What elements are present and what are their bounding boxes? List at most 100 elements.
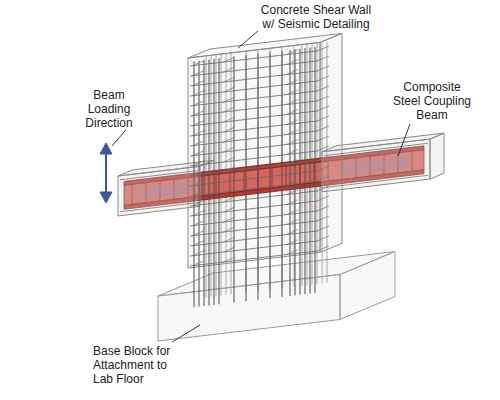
arrow-shaft — [105, 152, 107, 194]
rebar-tie — [317, 66, 329, 71]
rebar-tie — [223, 87, 235, 92]
beam-encasement — [118, 133, 444, 216]
leader-line — [238, 31, 258, 48]
rebar-tie — [192, 171, 204, 176]
rebar-tie — [223, 137, 235, 142]
rebar-bar — [305, 48, 306, 294]
rebar-tie — [223, 237, 235, 242]
leader-lines — [112, 31, 410, 342]
callout-label: Concrete Shear Wall w/ Seismic Detailing — [256, 3, 376, 31]
rebar-tie — [192, 141, 204, 146]
rebar-tie — [317, 56, 329, 61]
rebar-tie — [286, 100, 298, 105]
rebar-tie — [286, 200, 298, 205]
rebar-hoop — [190, 201, 318, 216]
rebar-tie — [317, 206, 329, 211]
rebar-tie — [192, 151, 204, 156]
rebar-hoop — [190, 181, 318, 196]
rebar-tie — [317, 176, 329, 181]
rebar-tie — [286, 140, 298, 145]
rebar-tie — [286, 210, 298, 215]
stiffener — [286, 166, 287, 186]
rebar-tie — [317, 146, 329, 151]
rebar-tie — [192, 181, 204, 186]
rebar-hoop — [190, 171, 318, 186]
rebar-hoop — [190, 81, 318, 96]
rebar-bar — [234, 57, 235, 303]
rebar-tie — [286, 230, 298, 235]
arrow-head — [100, 192, 112, 203]
rebar-hoop — [190, 121, 318, 136]
encasement-bar — [120, 171, 198, 180]
rebar-tie — [223, 187, 235, 192]
rebar-tie — [286, 220, 298, 225]
rebar-tie — [286, 170, 298, 175]
rebar-hoop — [190, 71, 318, 86]
rebar-tie — [317, 236, 329, 241]
rebar-tie — [286, 120, 298, 125]
rebar-hoop — [190, 161, 318, 176]
rebar-bar — [246, 55, 247, 301]
rebar-tie — [192, 61, 204, 66]
rebar-tie — [286, 110, 298, 115]
base-block-side — [340, 252, 395, 320]
arrow-head — [100, 143, 112, 154]
stiffener — [230, 173, 231, 193]
rebar-tie — [286, 130, 298, 135]
rebar-bar — [209, 60, 210, 306]
stiffener — [244, 171, 245, 191]
rebar-bar — [270, 52, 271, 298]
rebar-hoop — [190, 61, 318, 76]
rebar-bar — [219, 58, 220, 304]
rebar-tie — [192, 91, 204, 96]
rebar-hoop — [190, 91, 318, 106]
rebar-tie — [286, 60, 298, 65]
rebar-tie — [223, 117, 235, 122]
rebar-tie — [223, 207, 235, 212]
rebar-tie — [223, 67, 235, 72]
rebar-bar — [204, 60, 205, 306]
rebar-hoop — [190, 131, 318, 146]
rebar-tie — [223, 247, 235, 252]
callout-label: Base Block for Attachment to Lab Floor — [92, 344, 178, 386]
encasement-front — [322, 139, 430, 192]
rebar-hoop — [190, 221, 318, 236]
rebar-tie — [286, 150, 298, 155]
rebar-tie — [317, 106, 329, 111]
rebar-tie — [192, 71, 204, 76]
rebar-bar — [295, 49, 296, 295]
rebar-tie — [223, 217, 235, 222]
rebar-hoop — [190, 141, 318, 156]
rebar-tie — [192, 221, 204, 226]
rebar-bar — [199, 61, 200, 307]
rebar-tie — [192, 161, 204, 166]
rebar-hoop — [190, 101, 318, 116]
rebar-tie — [192, 111, 204, 116]
rebar-tie — [192, 261, 204, 266]
rebar-tie — [317, 86, 329, 91]
rebar-tie — [223, 57, 235, 62]
rebar-hoop — [190, 151, 318, 166]
rebar-tie — [317, 246, 329, 251]
rebar-tie — [192, 211, 204, 216]
encasement-bar — [324, 143, 428, 155]
rebar-hoop — [190, 231, 318, 246]
rebar-tie — [317, 96, 329, 101]
stiffener — [314, 163, 315, 183]
rebar-tie — [192, 81, 204, 86]
rebar-tie — [192, 231, 204, 236]
rebar-tie — [286, 80, 298, 85]
rebar-tie — [223, 107, 235, 112]
rebar-tie — [286, 190, 298, 195]
rebar-bar — [258, 54, 259, 300]
rebar-tie — [317, 156, 329, 161]
leader-line — [398, 124, 410, 156]
rebar-hoop — [190, 241, 318, 256]
rebar-tie — [317, 46, 329, 51]
rebar-tie — [192, 131, 204, 136]
stiffener — [216, 174, 217, 194]
loading-arrow — [100, 143, 112, 203]
rebar-tie — [286, 50, 298, 55]
rebar-tie — [223, 157, 235, 162]
